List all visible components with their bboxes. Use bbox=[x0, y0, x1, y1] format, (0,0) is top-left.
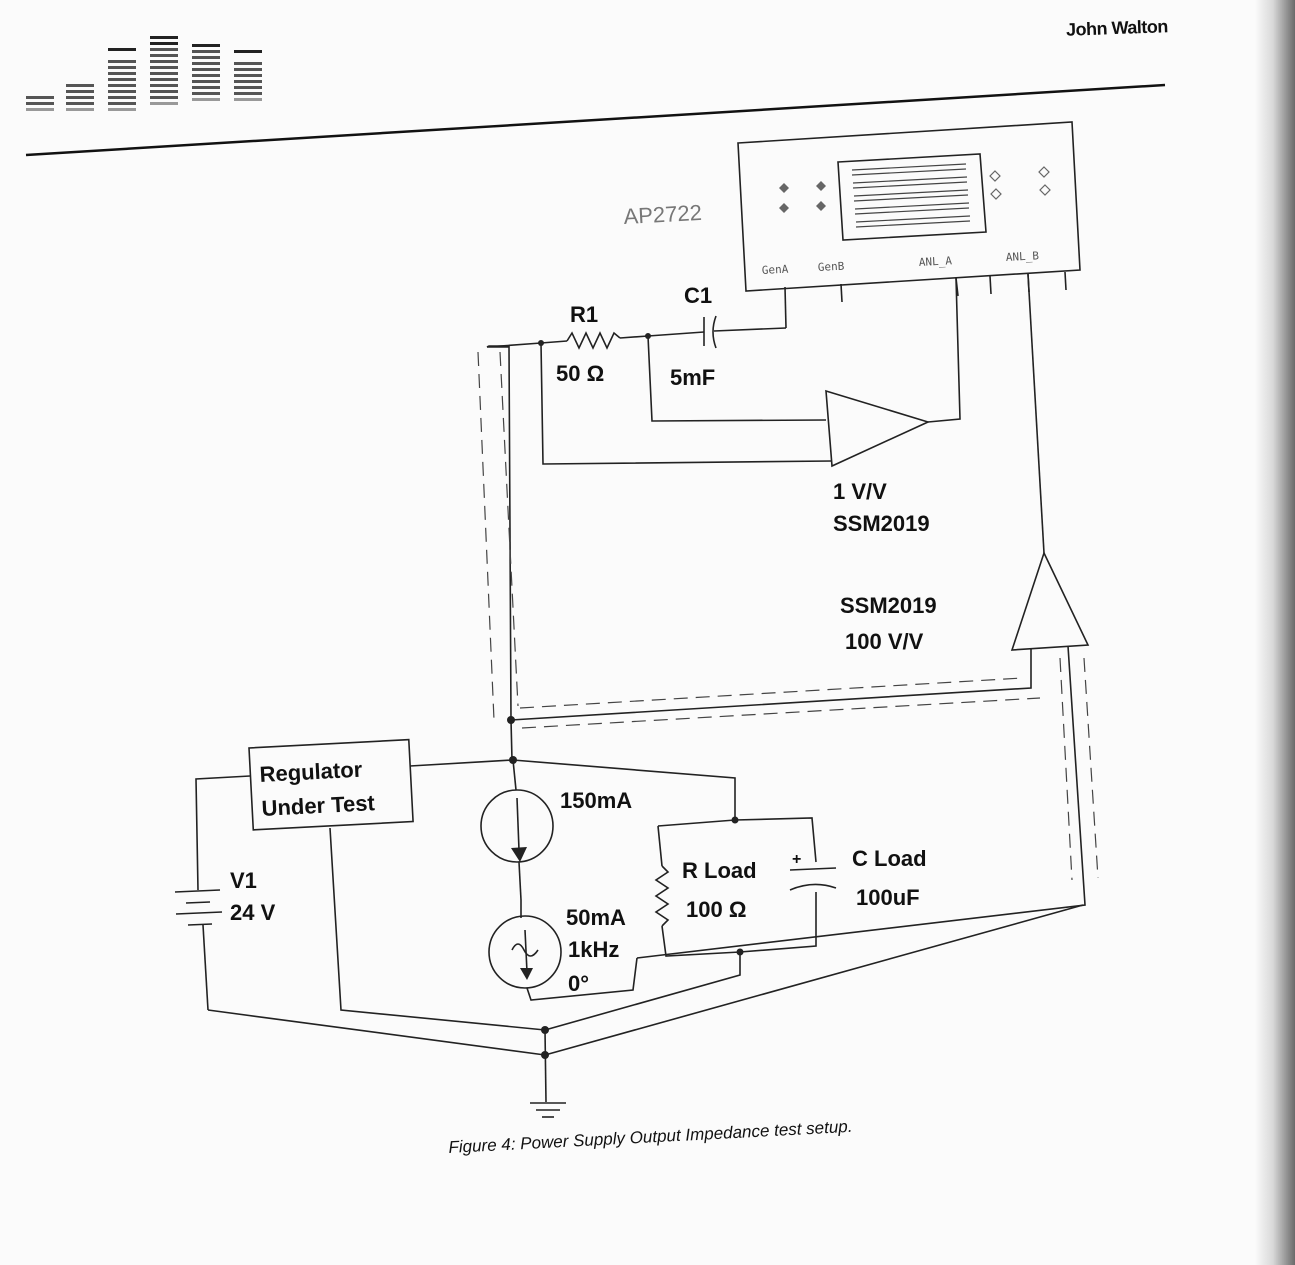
ground-icon bbox=[530, 1102, 566, 1118]
iac-phase: 0° bbox=[568, 971, 589, 996]
header-rule bbox=[25, 83, 1166, 157]
c1-value: 5mF bbox=[670, 365, 715, 390]
r1-name: R1 bbox=[570, 302, 598, 327]
regulator-line2: Under Test bbox=[261, 790, 376, 821]
iac-frequency: 1kHz bbox=[568, 937, 619, 962]
amplifier-1-icon bbox=[540, 277, 961, 468]
current-source-dc-icon bbox=[480, 759, 554, 901]
port-genb-label: GenB bbox=[817, 260, 845, 274]
port-anl-b-label: ANL_B bbox=[1005, 249, 1039, 264]
amplifier-2-icon bbox=[510, 273, 1090, 959]
v1-name: V1 bbox=[230, 868, 257, 893]
c1-name: C1 bbox=[684, 283, 712, 308]
battery-v1-icon bbox=[174, 889, 546, 1056]
idc-value: 150mA bbox=[560, 788, 632, 813]
rload-value: 100 Ω bbox=[686, 897, 746, 922]
page-edge-shadow bbox=[1255, 0, 1295, 1265]
cload-name: C Load bbox=[852, 846, 927, 871]
equalizer-logo-icon bbox=[26, 36, 262, 111]
ap2722-instrument: GenA GenB ANL_A ANL_B bbox=[737, 121, 1081, 329]
amp2-gain: 100 V/V bbox=[845, 629, 924, 654]
current-source-ac-icon bbox=[488, 915, 638, 1001]
port-gena-label: GenA bbox=[761, 263, 789, 277]
cload-polarity: + bbox=[792, 851, 801, 868]
amp2-part: SSM2019 bbox=[840, 593, 937, 618]
cload-value: 100uF bbox=[856, 885, 920, 910]
v1-value: 24 V bbox=[230, 900, 276, 925]
amp1-part: SSM2019 bbox=[833, 511, 930, 536]
instrument-name: AP2722 bbox=[623, 200, 702, 229]
amp1-gain: 1 V/V bbox=[833, 479, 887, 504]
regulator-line1: Regulator bbox=[259, 757, 363, 787]
rload-name: R Load bbox=[682, 858, 757, 883]
port-anl-a-label: ANL_A bbox=[918, 254, 952, 269]
iac-amplitude: 50mA bbox=[566, 905, 626, 930]
r1-value: 50 Ω bbox=[556, 361, 604, 386]
